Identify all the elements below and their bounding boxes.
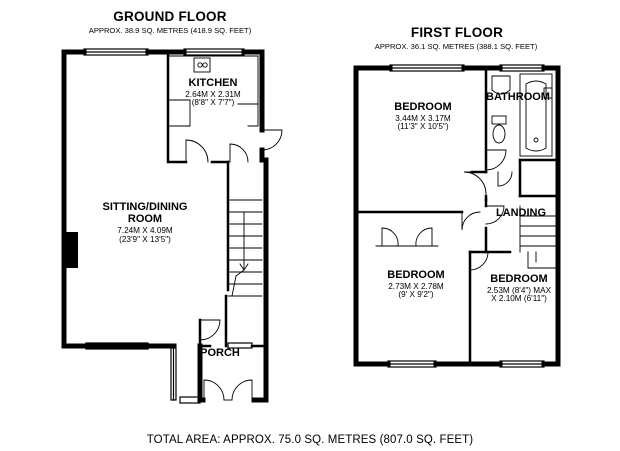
- first-floor-doors: [375, 149, 513, 271]
- ground-floor-plan: [61, 48, 283, 404]
- first-floor-plan: [353, 64, 561, 368]
- bedroom-2-label: BEDROOM 2.73M X 2.78M (9' X 9'2"): [368, 269, 464, 300]
- bedroom-3-label: BEDROOM 2.53M (8'4") MAX X 2.10M (6'11"): [476, 273, 562, 304]
- ground-floor-title: GROUND FLOOR: [113, 9, 227, 24]
- bedroom-1-name: BEDROOM: [394, 101, 452, 113]
- bedroom-3-dims-line1: 2.53M (8'4") MAX: [486, 285, 552, 295]
- bedroom-1-dims-imperial: (11'3" X 10'5"): [397, 122, 449, 132]
- bedroom-2-dims-imperial: (9' X 9'2"): [398, 290, 434, 300]
- kitchen-name: KITCHEN: [188, 77, 238, 89]
- total-area: TOTAL AREA: APPROX. 75.0 SQ. METRES (807…: [146, 434, 474, 446]
- first-floor-outer-walls: [353, 65, 561, 367]
- sitting-dining-name-line2: ROOM: [127, 212, 163, 225]
- kitchen-dims-metric: 2.64M X 2.31M: [185, 89, 241, 99]
- ground-floor-stairs: [227, 199, 263, 297]
- landing-label: LANDING: [495, 207, 547, 219]
- first-floor-area: APPROX. 36.1 SQ. METRES (388.1 SQ. FEET): [374, 42, 538, 51]
- sitting-dining-dims-metric: 7.24M X 4.09M: [117, 226, 173, 236]
- ground-floor-internal-walls: [166, 50, 268, 348]
- ground-floor-windows: [83, 48, 253, 404]
- first-floor-windows: [387, 64, 545, 368]
- sitting-dining-label: SITTING/DINING ROOM 7.24M X 4.09M (23'9"…: [80, 201, 210, 244]
- first-floor-title: FIRST FLOOR: [410, 25, 504, 40]
- sitting-dining-name-line1: SITTING/DINING: [102, 201, 188, 213]
- bedroom-3-name: BEDROOM: [490, 273, 548, 285]
- bathroom-fittings: [491, 73, 553, 157]
- bedroom-2-dims-metric: 2.73M X 2.78M: [388, 281, 444, 291]
- fireplace: [66, 232, 78, 268]
- bedroom-1-dims-metric: 3.44M X 3.17M: [395, 113, 451, 123]
- kitchen-label: KITCHEN 2.64M X 2.31M (8'8" X 7'7"): [170, 77, 256, 108]
- first-floor-internal-walls: [356, 66, 560, 366]
- bathroom-label: BATHROOM: [486, 91, 550, 103]
- bedroom-3-dims-line2: X 2.10M (6'11"): [491, 294, 547, 304]
- porch-label: PORCH: [200, 347, 240, 359]
- sitting-dining-dims-imperial: (23'9" X 13'5"): [119, 234, 171, 244]
- bedroom-1-label: BEDROOM 3.44M X 3.17M (11'3" X 10'5"): [378, 101, 468, 132]
- kitchen-units: [167, 55, 259, 127]
- kitchen-dims-imperial: (8'8" X 7'7"): [191, 98, 235, 108]
- ground-floor-doors: [185, 129, 283, 401]
- ground-floor-area: APPROX. 38.9 SQ. METRES (418.9 SQ. FEET): [88, 26, 252, 35]
- first-floor-stairs: [519, 205, 557, 269]
- bedroom-2-name: BEDROOM: [387, 269, 445, 281]
